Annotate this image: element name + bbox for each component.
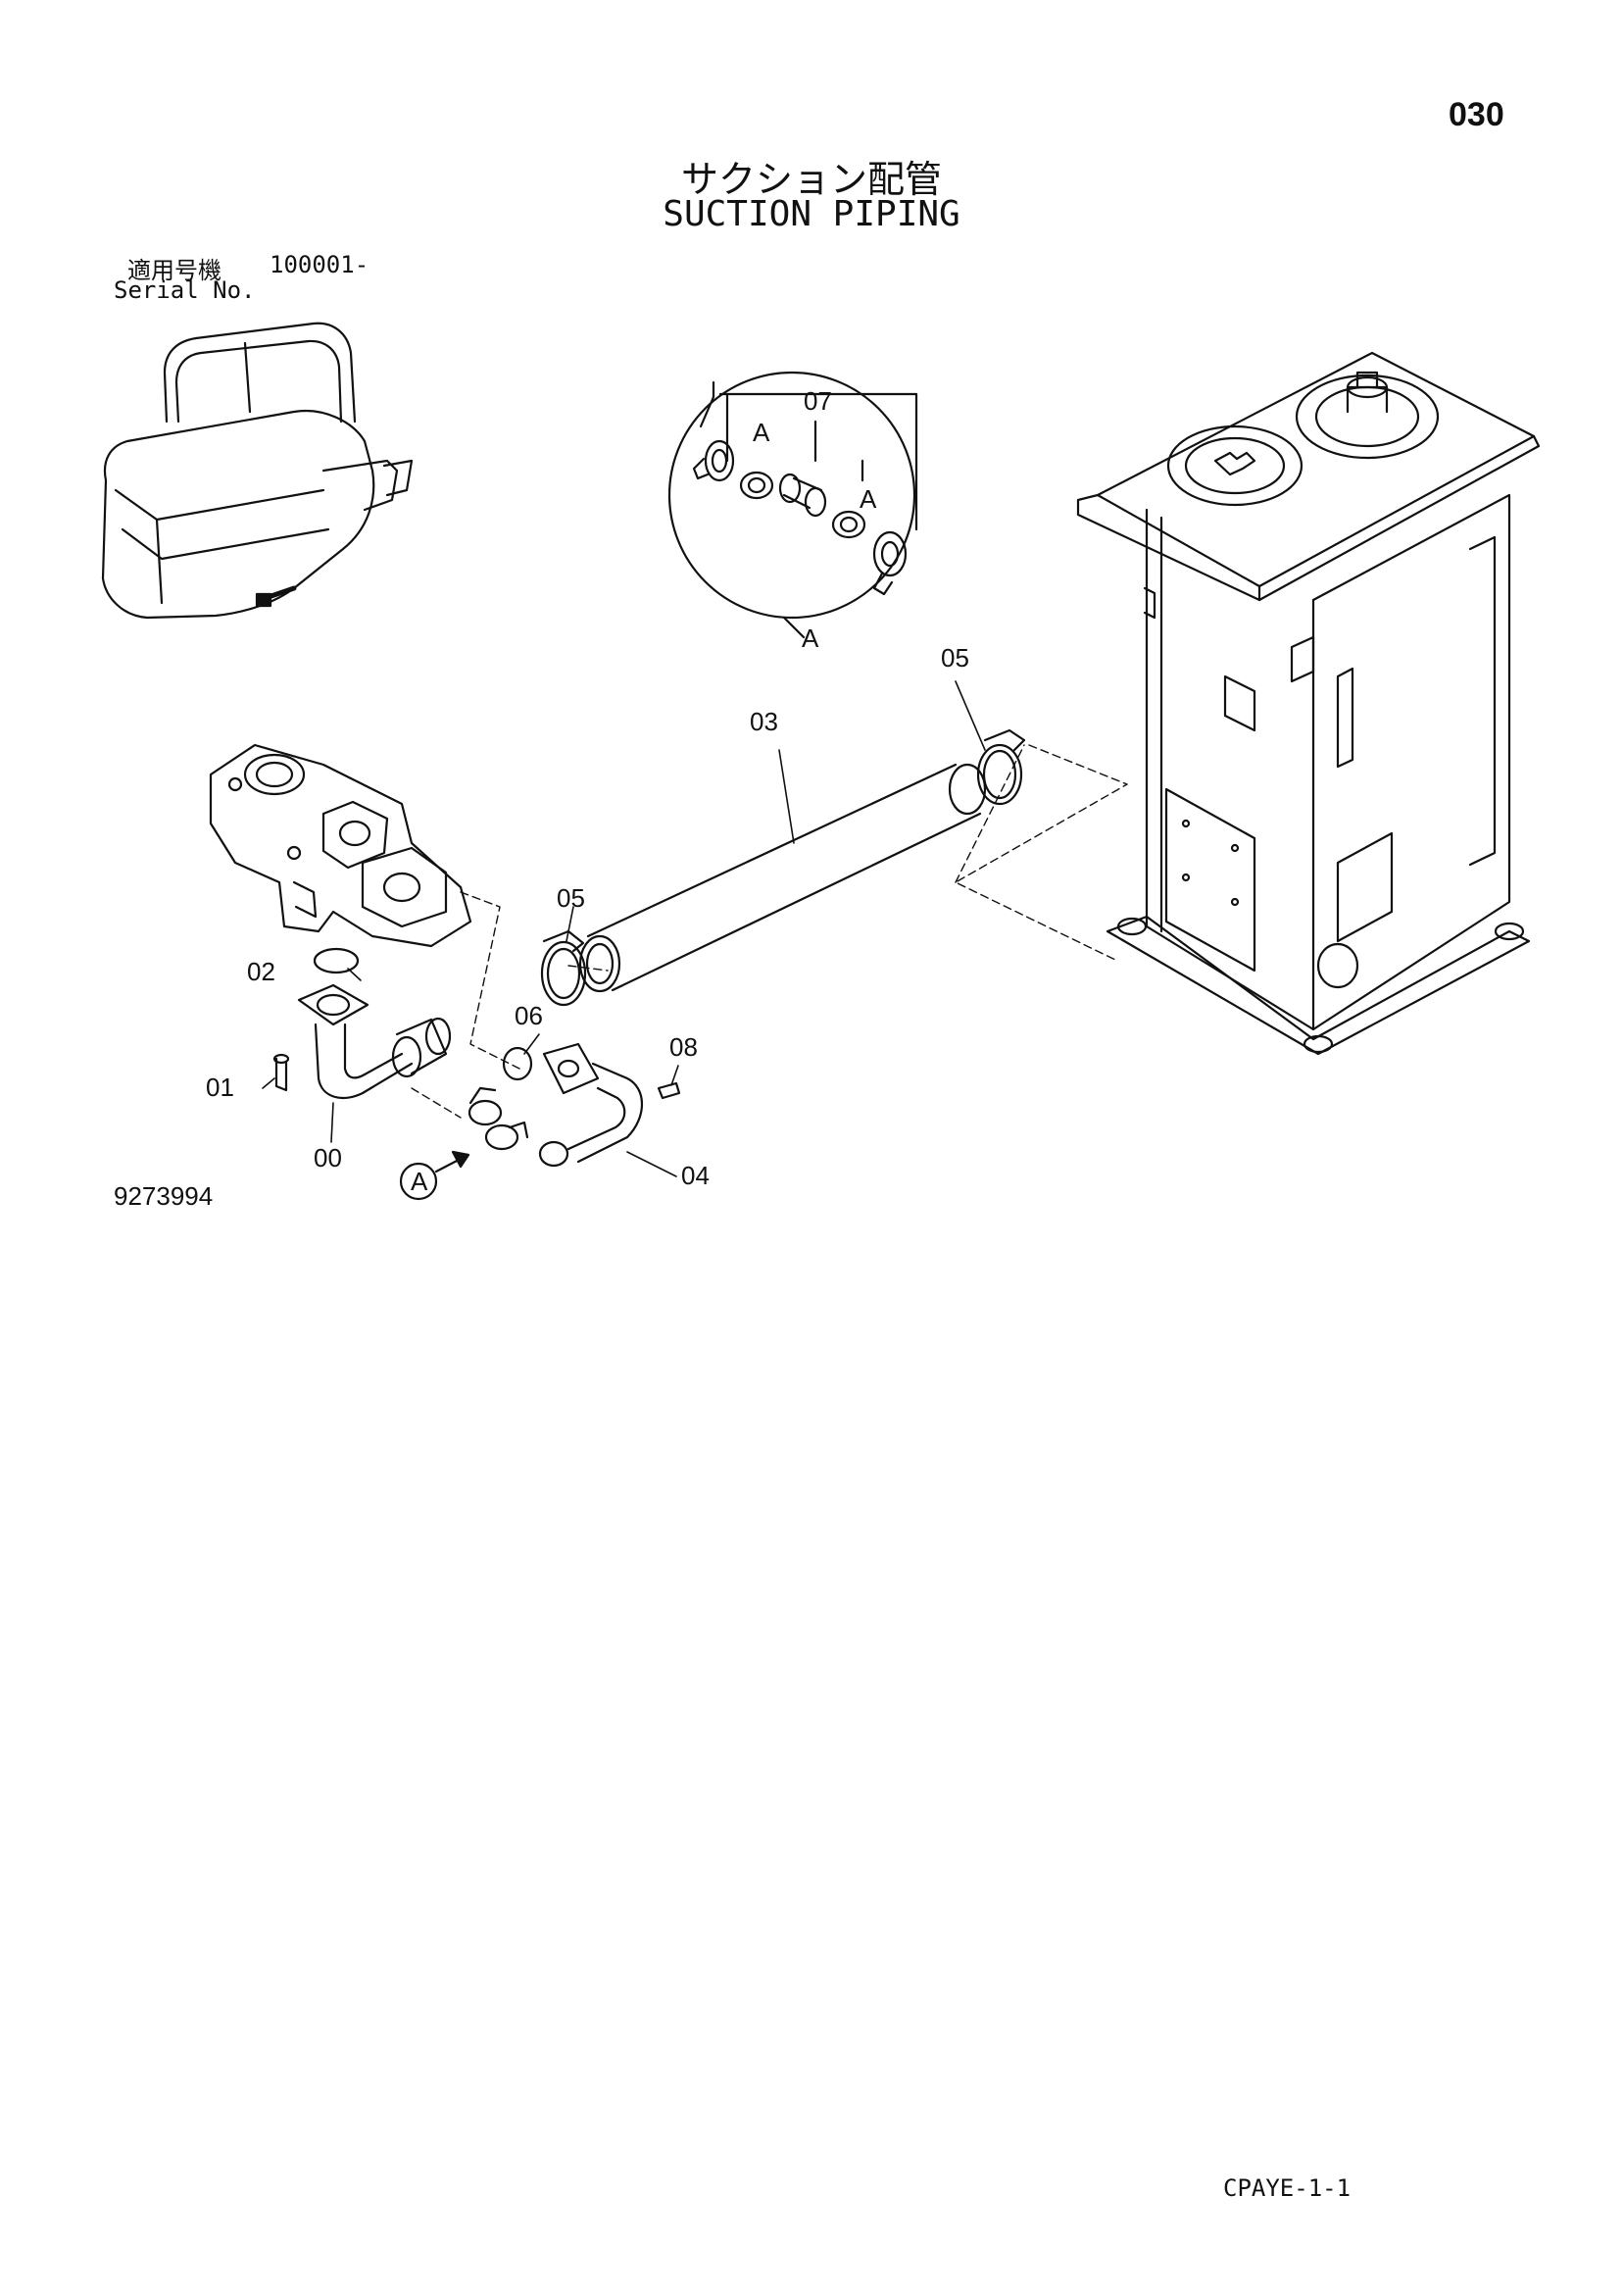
callout-03: 03 [750, 707, 778, 736]
detail-label-a-right: A [860, 484, 877, 514]
serial-label-english: Serial No. [114, 276, 256, 304]
assembly-leader-lines [411, 744, 1128, 1119]
suction-pipe-04 [538, 1042, 643, 1168]
callout-08: 08 [669, 1032, 698, 1062]
suction-hose [578, 763, 987, 993]
bolt-01 [272, 1053, 290, 1092]
page-title-japanese: サクション配管 [680, 158, 942, 201]
hydraulic-pump [209, 743, 472, 948]
footer-code: CPAYE-1-1 [1223, 2174, 1352, 2202]
view-arrow-a [399, 1150, 470, 1201]
serial-range: 100001- [270, 251, 369, 278]
machine-location-thumbnail [101, 322, 414, 620]
page-number: 030 [1449, 96, 1504, 133]
bolt-08 [657, 1081, 681, 1100]
o-ring-02 [313, 947, 360, 974]
drawing-number: 9273994 [114, 1181, 214, 1211]
hose-clamp-lower [540, 929, 587, 1007]
page-title-english: SUCTION PIPING [663, 194, 960, 234]
callout-01: 01 [206, 1073, 234, 1102]
callout-05-lower: 05 [557, 883, 585, 913]
callout-00: 00 [314, 1143, 342, 1173]
detail-label-a-bottom: A [802, 624, 819, 653]
callout-02: 02 [247, 957, 275, 986]
hydraulic-tank [1076, 351, 1541, 1056]
view-label-a: A [411, 1167, 428, 1196]
callout-06: 06 [515, 1001, 543, 1030]
detail-view-a [667, 371, 918, 639]
suction-elbow [297, 983, 452, 1100]
callout-leader-lines [262, 680, 986, 1177]
hose-clamp-upper [976, 728, 1026, 806]
callout-04: 04 [681, 1161, 710, 1190]
detail-label-a-left: A [753, 418, 770, 447]
clamp-set-a [467, 1086, 529, 1151]
o-ring-06 [502, 1046, 533, 1081]
serial-label-japanese: 適用号機 [127, 257, 221, 284]
callout-07: 07 [804, 386, 832, 416]
callout-05-upper: 05 [941, 643, 969, 673]
